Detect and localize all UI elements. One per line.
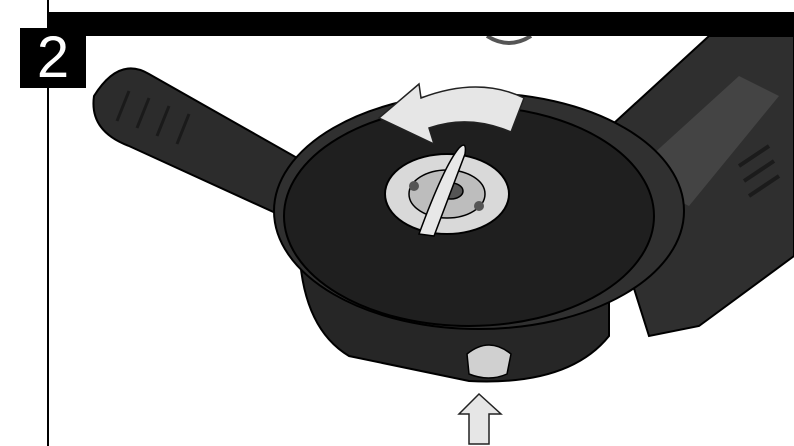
grinder-illustration [92,36,794,445]
header-band [47,12,794,36]
flange-pin-hole [474,201,484,211]
rotate-arrow-icon [377,82,525,146]
side-handle-grip-lines [115,90,191,145]
step-number: 2 [20,28,86,88]
flange-pin-hole [409,181,419,191]
flange-wrench [417,144,467,237]
grinder-body-vents [737,144,781,198]
press-arrow-icon [457,392,503,445]
spindle-lock-button [466,344,512,379]
page-left-rule [47,0,49,446]
previous-figure-edge [485,36,533,45]
